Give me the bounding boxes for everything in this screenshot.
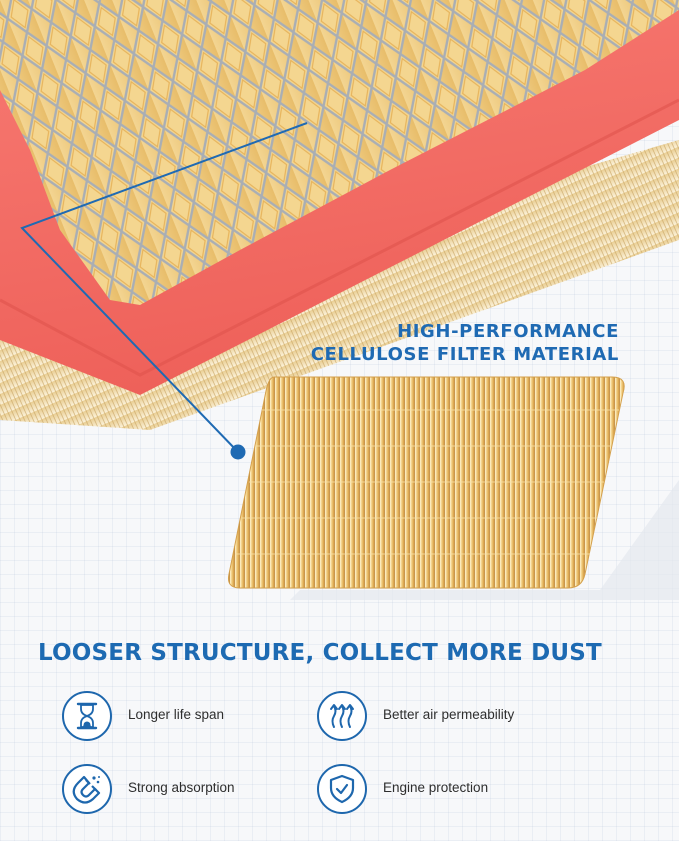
magnet-icon	[62, 764, 112, 814]
feature-label: Better air permeability	[383, 707, 515, 722]
feature-label: Strong absorption	[128, 780, 235, 795]
feature-label: Longer life span	[128, 707, 225, 722]
shield-check-icon	[317, 764, 367, 814]
feature-strong-absorption: Strong absorption	[62, 764, 322, 818]
filter-mesh	[0, 0, 679, 305]
section-title: LOOSER STRUCTURE, COLLECT MORE DUST	[38, 640, 602, 666]
callout-title-line2: CELLULOSE FILTER MATERIAL	[310, 344, 619, 365]
callout-pointer-line	[20, 122, 308, 453]
feature-better-air-permeability: Better air permeability	[317, 691, 577, 745]
feature-longer-life-span: Longer life span	[62, 691, 322, 745]
callout-title-line1: HIGH-PERFORMANCE	[397, 321, 619, 342]
feature-engine-protection: Engine protection	[317, 764, 577, 818]
callout-pointer-dot	[230, 444, 246, 460]
airflow-arrows-icon	[317, 691, 367, 741]
air-filter-illustration	[0, 0, 679, 600]
hourglass-icon	[62, 691, 112, 741]
feature-label: Engine protection	[383, 780, 489, 795]
